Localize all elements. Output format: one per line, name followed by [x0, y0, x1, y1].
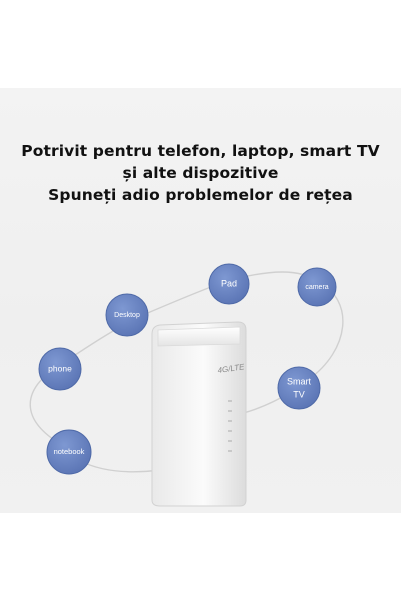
device-label: camera — [305, 284, 328, 291]
device-label-line2: TV — [293, 389, 305, 399]
device-bubble-desktop: Desktop — [105, 293, 149, 337]
device-label: phone — [48, 363, 72, 373]
heading-line-3: Spuneți adio problemelor de rețea — [48, 186, 353, 204]
router-badge: 4G/LTE — [217, 362, 246, 375]
device-bubble-notebook: notebook — [46, 429, 92, 475]
device-bubble-pad: Pad — [208, 263, 250, 305]
heading-line-2: și alte dispozitive — [122, 164, 279, 182]
device-bubble-smart-tv: Smart TV — [277, 366, 321, 410]
heading-line-1: Potrivit pentru telefon, laptop, smart T… — [21, 142, 380, 160]
device-bubble-camera: camera — [297, 267, 337, 307]
status-leds — [228, 400, 232, 452]
device-label: Smart — [287, 376, 312, 386]
device-label: notebook — [54, 447, 85, 456]
device-label: Pad — [221, 278, 237, 288]
device-bubble-phone: phone — [38, 347, 82, 391]
product-heading: Potrivit pentru telefon, laptop, smart T… — [0, 140, 401, 206]
router-device: 4G/LTE — [151, 321, 247, 507]
device-label: Desktop — [114, 312, 140, 319]
